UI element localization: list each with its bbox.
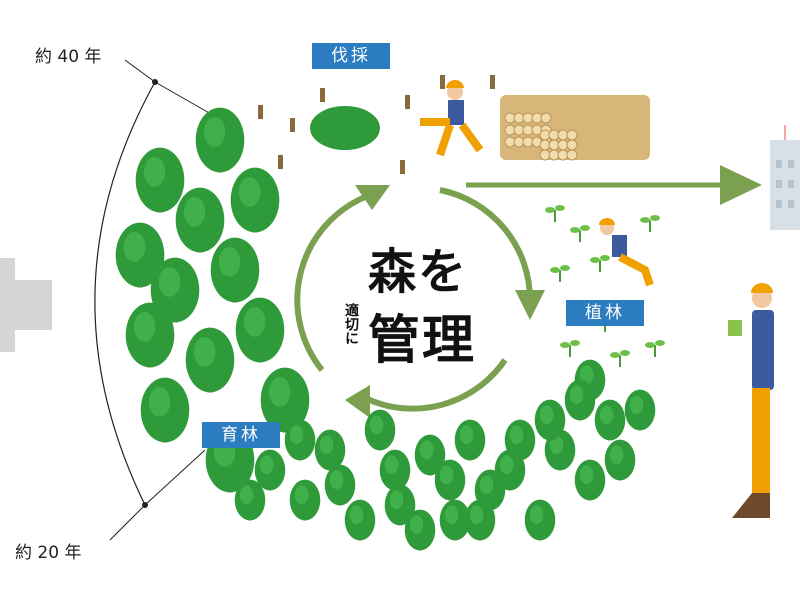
stump [258,105,263,119]
tree [564,379,596,421]
tree [175,187,225,253]
tree [594,399,626,441]
sprout [545,205,565,222]
stump [405,95,410,109]
stump [278,155,283,169]
cycle-arrows [294,187,534,412]
building-icon [770,125,800,230]
tree [474,469,506,511]
tree [324,464,356,506]
tree [524,499,556,541]
felled-tree [310,106,380,150]
log-end [566,129,578,141]
tree [235,297,285,363]
sprout [645,340,665,357]
tree [434,459,466,501]
sprout [640,215,660,232]
center-title-line1: 森を [368,244,469,300]
tree [414,434,446,476]
tree [384,484,416,526]
age-label-20: 約 20 年 [15,543,82,563]
log-pile [500,95,650,161]
sprout [550,265,570,282]
tree [439,499,471,541]
center-title-line2: 管理 [368,311,477,371]
planting-worker [599,218,654,287]
tree [344,499,376,541]
label-harvest: 伐採 [312,43,390,69]
tree [230,167,280,233]
tree [185,327,235,393]
tree [284,419,316,461]
label-nurturing: 育林 [202,422,280,448]
stump [440,75,445,89]
stump [490,75,495,89]
tree [404,509,436,551]
standing-worker [728,283,774,518]
tree [150,257,200,323]
tree [574,459,606,501]
sprout [570,225,590,242]
tree [454,419,486,461]
sprout [590,255,610,272]
tree [364,409,396,451]
log-end [566,149,578,161]
tree [115,222,165,288]
tree [289,479,321,521]
sprout [610,350,630,367]
tree [125,302,175,368]
tree [534,399,566,441]
stump [400,160,405,174]
tree [195,107,245,173]
tree [604,439,636,481]
sprout [560,340,580,357]
age-bracket-arc [94,81,156,506]
tree [624,389,656,431]
tree [379,449,411,491]
label-planting: 植林 [566,300,644,326]
stump [320,88,325,102]
age-label-40: 約 40 年 [35,47,102,67]
tree [260,367,310,433]
left-arrow-icon [0,258,52,352]
tree [314,429,346,471]
log-end [540,112,552,124]
harvest-worker [420,80,484,157]
log-end [566,139,578,151]
tree [254,449,286,491]
tree [135,147,185,213]
tree [504,419,536,461]
stump [290,118,295,132]
tree [210,237,260,303]
tree [140,377,190,443]
center-title-small: 適切に [343,303,359,345]
tree [234,479,266,521]
